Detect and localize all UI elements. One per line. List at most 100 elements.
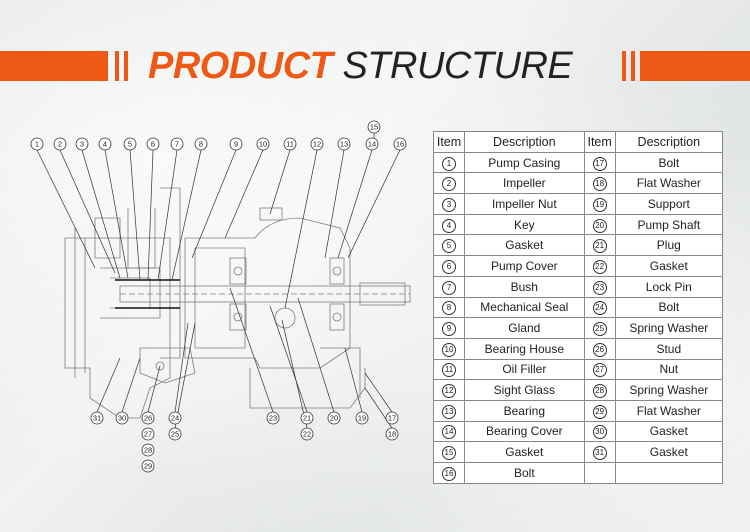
title-rest: STRUCTURE (342, 45, 573, 87)
description-cell: Bearing House (464, 337, 585, 360)
banner-tick (124, 51, 128, 81)
callout-4: 4 (98, 137, 112, 151)
svg-text:21: 21 (303, 414, 311, 423)
svg-text:30: 30 (118, 414, 126, 423)
item-cell: 29 (583, 399, 616, 422)
callout-3: 3 (75, 137, 89, 151)
description-cell: Mechanical Seal (464, 296, 585, 319)
description-cell: Bolt (614, 151, 724, 174)
description-cell: Impeller Nut (464, 193, 585, 215)
description-cell: Nut (614, 358, 724, 381)
description-cell: Gasket (464, 441, 585, 463)
item-cell: 8 (433, 296, 465, 319)
item-cell: 4 (433, 213, 465, 236)
callout-9: 9 (229, 137, 243, 151)
description-cell: Pump Shaft (614, 213, 724, 236)
callout-23: 23 (266, 411, 280, 425)
description-cell: Gasket (614, 441, 724, 463)
description-cell: Key (464, 213, 585, 236)
callout-20: 20 (327, 411, 341, 425)
pump-section-diagram: 1 2 3 4 5 6 7 8 9 10 11 12 13 14 15 16 3… (30, 120, 411, 473)
item-cell: 27 (583, 358, 616, 381)
item-number: 3 (442, 197, 456, 212)
callout-27: 27 (141, 427, 155, 441)
callout-21: 21 (300, 411, 314, 425)
callout-12: 12 (310, 137, 324, 151)
title-banner: PRODUCT STRUCTURE (0, 45, 750, 87)
item-number: 2 (442, 177, 456, 192)
item-cell: 24 (583, 296, 616, 319)
description-cell: Spring Washer (614, 379, 724, 401)
description-cell: Flat Washer (614, 172, 724, 195)
svg-text:8: 8 (199, 140, 203, 149)
item-cell: 5 (433, 234, 465, 257)
svg-text:3: 3 (80, 140, 84, 149)
item-number: 10 (442, 342, 456, 357)
item-cell: 6 (433, 255, 465, 277)
item-number: 23 (592, 280, 607, 295)
callouts-top: 1 2 3 4 5 6 7 8 9 10 11 12 13 14 15 16 (30, 120, 407, 151)
callout-30: 30 (115, 411, 129, 425)
svg-text:6: 6 (151, 140, 155, 149)
banner-tick (115, 51, 119, 81)
page-title: PRODUCT STRUCTURE (148, 45, 573, 87)
item-number: 26 (592, 342, 607, 357)
svg-text:16: 16 (396, 140, 404, 149)
svg-text:25: 25 (171, 430, 179, 439)
callout-6: 6 (146, 137, 160, 151)
svg-text:5: 5 (128, 140, 132, 149)
svg-text:12: 12 (313, 140, 321, 149)
callout-13: 13 (337, 137, 351, 151)
item-number: 9 (442, 322, 456, 337)
svg-text:31: 31 (93, 414, 101, 423)
callout-17: 17 (385, 411, 399, 425)
callouts-bottom: 31 30 26 27 28 29 24 25 23 21 22 20 19 1… (90, 411, 399, 473)
banner-bar-right (640, 51, 750, 81)
svg-text:13: 13 (340, 140, 348, 149)
item-number: 1 (442, 156, 456, 171)
item-number: 5 (442, 239, 456, 254)
callout-29: 29 (141, 459, 155, 473)
callout-22: 22 (300, 427, 314, 441)
svg-text:15: 15 (370, 123, 378, 132)
description-cell: Lock Pin (614, 275, 724, 298)
svg-text:10: 10 (259, 140, 267, 149)
svg-text:1: 1 (35, 140, 39, 149)
item-cell: 19 (583, 193, 616, 215)
item-number: 27 (592, 363, 607, 378)
callout-5: 5 (123, 137, 137, 151)
svg-text:9: 9 (234, 140, 238, 149)
svg-text:17: 17 (388, 414, 396, 423)
description-cell: Gasket (614, 255, 724, 277)
description-cell: Bearing (464, 399, 585, 422)
item-cell: 31 (583, 441, 616, 463)
item-cell: 16 (433, 462, 465, 484)
item-cell: 1 (433, 151, 465, 174)
callout-8: 8 (194, 137, 208, 151)
description-cell: Spring Washer (614, 317, 724, 339)
description-cell: Support (614, 193, 724, 215)
callout-28: 28 (141, 443, 155, 457)
callout-18: 18 (385, 427, 399, 441)
svg-text:20: 20 (330, 414, 338, 423)
item-number: 16 (442, 466, 456, 481)
item-cell: 7 (433, 275, 465, 298)
item-number: 29 (592, 404, 607, 419)
description-cell: Pump Cover (464, 255, 585, 277)
description-cell: Bush (464, 275, 585, 298)
item-number: 11 (442, 363, 456, 378)
banner-tick (622, 51, 626, 81)
parts-table-header: Item Description Item Description (433, 131, 724, 153)
item-cell (583, 462, 616, 484)
pump-drawing (64, 187, 411, 419)
